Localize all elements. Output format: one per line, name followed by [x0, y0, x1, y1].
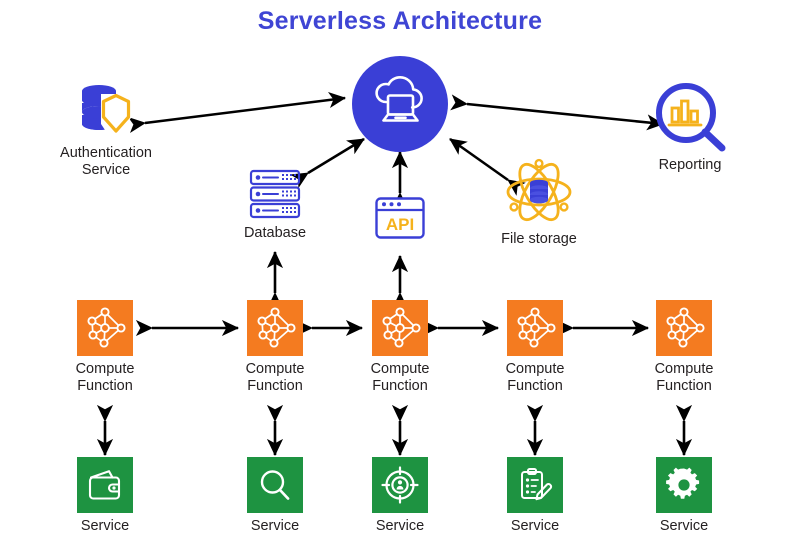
arrow-center-reporting — [450, 94, 665, 131]
database-shield-icon — [73, 82, 139, 140]
node-label: Compute Function — [370, 361, 430, 395]
node-label: Service — [250, 518, 300, 534]
node-service-1[interactable]: Service — [65, 457, 145, 535]
node-service-5[interactable]: Service — [644, 457, 724, 535]
node-label: Service — [659, 518, 709, 534]
node-label: Reporting — [658, 157, 722, 173]
node-label: Service — [510, 518, 560, 534]
node-reporting[interactable]: Reporting — [640, 80, 740, 174]
node-service-3[interactable]: Service — [360, 457, 440, 535]
target-user-icon — [372, 457, 428, 513]
network-nodes-icon — [372, 300, 428, 356]
node-authentication-service[interactable]: Authentication Service — [36, 82, 176, 179]
api-badge-text: API — [386, 215, 414, 234]
atom-database-icon — [503, 158, 575, 226]
node-service-4[interactable]: Service — [495, 457, 575, 535]
node-label: Compute Function — [75, 361, 135, 395]
network-nodes-icon — [247, 300, 303, 356]
node-api[interactable]: API — [372, 196, 428, 240]
node-label: Compute Function — [505, 361, 565, 395]
node-compute-function-3[interactable]: Compute Function — [360, 300, 440, 395]
network-nodes-icon — [77, 300, 133, 356]
server-rack-icon — [247, 168, 303, 220]
node-label: Compute Function — [654, 361, 714, 395]
node-center-cloud[interactable] — [352, 56, 448, 152]
node-label: File storage — [501, 231, 577, 247]
node-label: Service — [80, 518, 130, 534]
node-label: Authentication Service — [60, 145, 152, 179]
node-label: Database — [243, 225, 307, 241]
node-compute-function-4[interactable]: Compute Function — [495, 300, 575, 395]
search-icon — [247, 457, 303, 513]
node-database[interactable]: Database — [235, 168, 315, 242]
gear-icon — [656, 457, 712, 513]
node-file-storage[interactable]: File storage — [490, 158, 588, 248]
network-nodes-icon — [656, 300, 712, 356]
wallet-icon — [77, 457, 133, 513]
page-title: Serverless Architecture — [257, 7, 543, 35]
clipboard-pencil-icon — [507, 457, 563, 513]
network-nodes-icon — [507, 300, 563, 356]
node-compute-function-1[interactable]: Compute Function — [65, 300, 145, 395]
api-window-icon: API — [374, 196, 426, 240]
node-compute-function-5[interactable]: Compute Function — [644, 300, 724, 395]
node-compute-function-2[interactable]: Compute Function — [235, 300, 315, 395]
magnifier-barchart-icon — [652, 80, 728, 152]
node-service-2[interactable]: Service — [235, 457, 315, 535]
cloud-laptop-icon — [352, 56, 448, 152]
node-label: Compute Function — [245, 361, 305, 395]
node-label: Service — [375, 518, 425, 534]
